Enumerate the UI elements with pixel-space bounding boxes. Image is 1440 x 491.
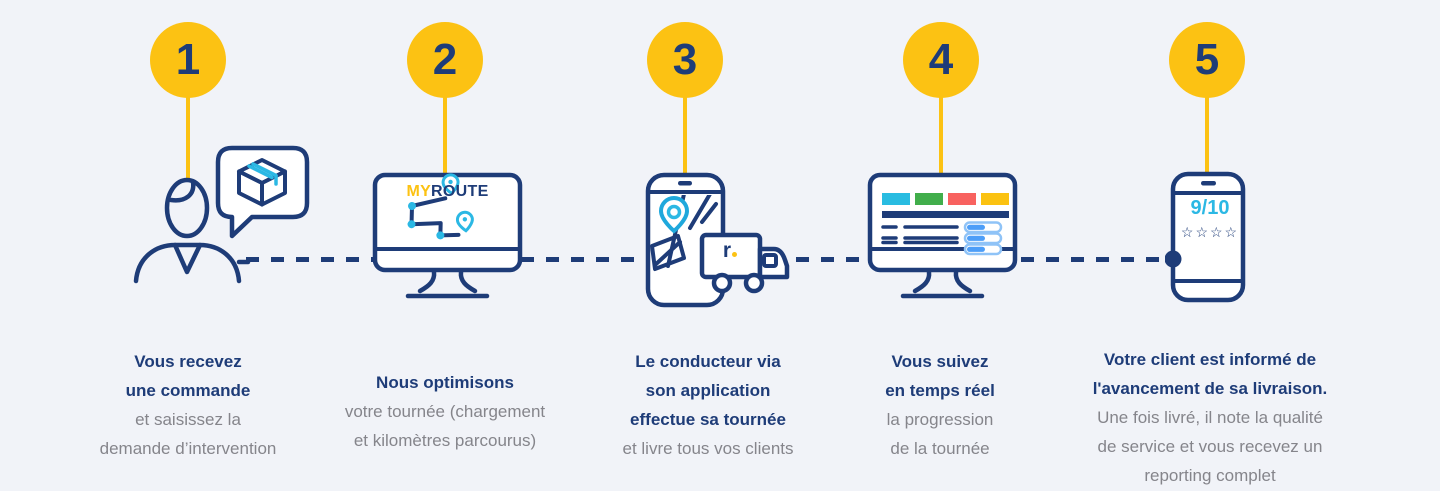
caption-line: Une fois livré, il note la qualité [1097, 408, 1323, 427]
step1-number: 1 [175, 35, 201, 84]
caption-line: effectue sa tournée [630, 410, 786, 429]
phone-frame [1170, 171, 1246, 303]
truck-logo: r [712, 240, 748, 262]
step3-number-badge: 3 [647, 22, 723, 98]
rating-phone-icon [1165, 171, 1246, 303]
dashboard-progress-bars [963, 221, 1003, 256]
step4-caption: Vous suivez en temps réel la progression… [790, 347, 1090, 463]
caption-line: l'avancement de sa livraison. [1092, 379, 1328, 398]
caption-line: de la tournée [890, 439, 990, 458]
step2-number: 2 [432, 35, 458, 84]
caption-line: demande d’intervention [99, 439, 277, 458]
truck-icon [699, 232, 790, 294]
myroute-monitor-icon [372, 172, 523, 299]
step1-number-badge: 1 [150, 22, 226, 98]
step4-number-badge: 4 [903, 22, 979, 98]
dashboard-rows [881, 225, 959, 245]
caption-line: une commande [125, 381, 251, 400]
phone-speaker [678, 181, 692, 186]
truck-logo-dot [732, 252, 738, 257]
caption-line: Vous suivez [891, 352, 989, 371]
caption-line: et saisissez la [135, 410, 241, 429]
step2-caption: Nous optimisons votre tournée (chargemen… [295, 368, 595, 455]
truck-wheel [743, 272, 765, 294]
step5-number-badge: 5 [1169, 22, 1245, 98]
caption-line: la progression [886, 410, 994, 429]
myroute-logo-route: ROUTE [431, 183, 489, 200]
step2-number-badge: 2 [407, 22, 483, 98]
step5-caption: Votre client est informé de l'avancement… [1059, 345, 1361, 490]
caption-line: de service et vous recevez un [1097, 437, 1323, 456]
step1-caption: Vous recevez une commande et saisissez l… [38, 347, 338, 463]
step2-stem-line [443, 96, 447, 177]
route-pin-icons [441, 173, 474, 233]
connector-end-dot [1165, 250, 1182, 268]
caption-line: son application [645, 381, 771, 400]
rating-stars: ☆☆☆☆ [1180, 224, 1240, 240]
step5-stem-line [1205, 96, 1209, 176]
person-head [164, 177, 210, 239]
route-icon [407, 173, 474, 240]
dashboard-monitor-icon [867, 172, 1018, 299]
truck-wheel [711, 272, 733, 294]
caption-line: et livre tous vos clients [622, 439, 794, 458]
step3-caption: Le conducteur via son application effect… [558, 347, 858, 463]
monitor-stand [900, 269, 985, 299]
caption-line: votre tournée (chargement [344, 402, 546, 421]
rating-score: 9/10 [1190, 197, 1230, 219]
caption-line: et kilomètres parcourus) [353, 431, 537, 450]
caption-line: Votre client est informé de [1103, 350, 1317, 369]
dashboard-header-bar [882, 211, 1009, 218]
step4-number: 4 [928, 35, 954, 84]
caption-line: Nous optimisons [376, 373, 514, 392]
truck-window [762, 253, 778, 268]
caption-line: reporting complet [1144, 466, 1276, 485]
person-collar [172, 242, 203, 275]
caption-line: Le conducteur via [635, 352, 781, 371]
myroute-logo-my: MY [406, 183, 432, 200]
package-tape [247, 162, 278, 186]
truck-logo-letter: r [722, 239, 732, 262]
step3-number: 3 [672, 35, 698, 84]
step5-number: 5 [1194, 35, 1220, 84]
person-shoulders [133, 242, 242, 284]
step3-stem-line [683, 96, 687, 177]
person-with-order-speech-bubble-icon [133, 145, 310, 284]
phone-speaker [1201, 181, 1216, 186]
step4-stem-line [939, 96, 943, 177]
dashboard-tiles [882, 193, 1009, 205]
myroute-logo: MYROUTE [378, 183, 517, 201]
caption-line: en temps réel [885, 381, 995, 400]
monitor-stand [405, 269, 490, 299]
person-hair [168, 179, 196, 203]
caption-line: Vous recevez [134, 352, 242, 371]
driver-phone-and-truck-icon [645, 172, 790, 308]
step1-stem-line [186, 96, 190, 180]
